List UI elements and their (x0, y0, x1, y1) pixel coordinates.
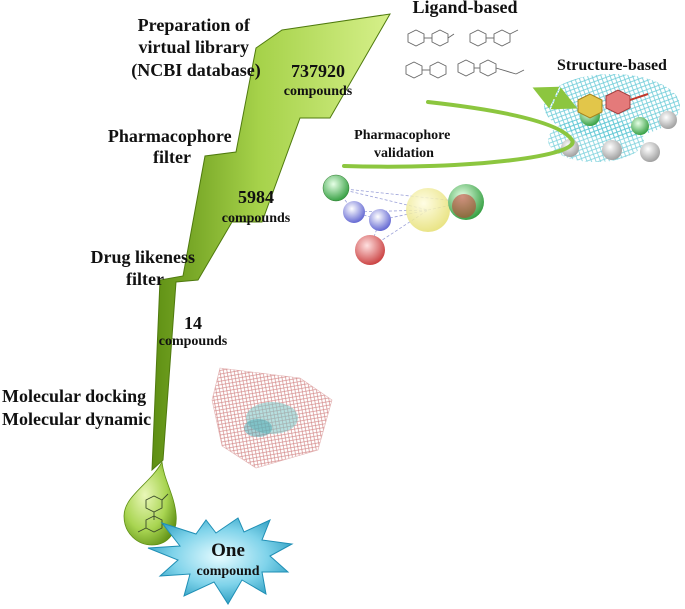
result-unit: compound (196, 564, 259, 579)
structure-based-label: Structure-based (557, 57, 667, 74)
result-count: One (211, 540, 245, 561)
stage-2-unit: compounds (222, 211, 291, 226)
pharmacophore-model-image (322, 174, 484, 265)
stage-1-unit: compounds (284, 84, 353, 99)
stage-3-count: 14 (184, 313, 202, 333)
stage-1-label: Preparation of virtual library (NCBI dat… (131, 15, 261, 81)
solvation-box-image (211, 367, 333, 469)
ligand-structures-image (405, 29, 525, 79)
stage-4-label: Molecular docking Molecular dynamic (2, 386, 151, 429)
stage-1-count: 737920 (291, 61, 345, 81)
structure-based-image (544, 66, 682, 170)
pharmacophore-validation-label: Pharmacophore validation (354, 128, 454, 161)
result-star-icon (147, 517, 294, 605)
stage-2-count: 5984 (238, 187, 274, 207)
validation-loop-arrow (342, 100, 575, 169)
double-arrow-icon (532, 86, 578, 110)
stage-3-label: Drug likeness filter (90, 247, 199, 289)
ligand-based-label: Ligand-based (412, 0, 517, 17)
stage-2-label: Pharmacophore filter (108, 126, 236, 167)
molecule-icon (137, 493, 169, 533)
stage-3-unit: compounds (159, 334, 228, 349)
result-drop (123, 460, 177, 546)
screening-funnel (151, 13, 391, 472)
